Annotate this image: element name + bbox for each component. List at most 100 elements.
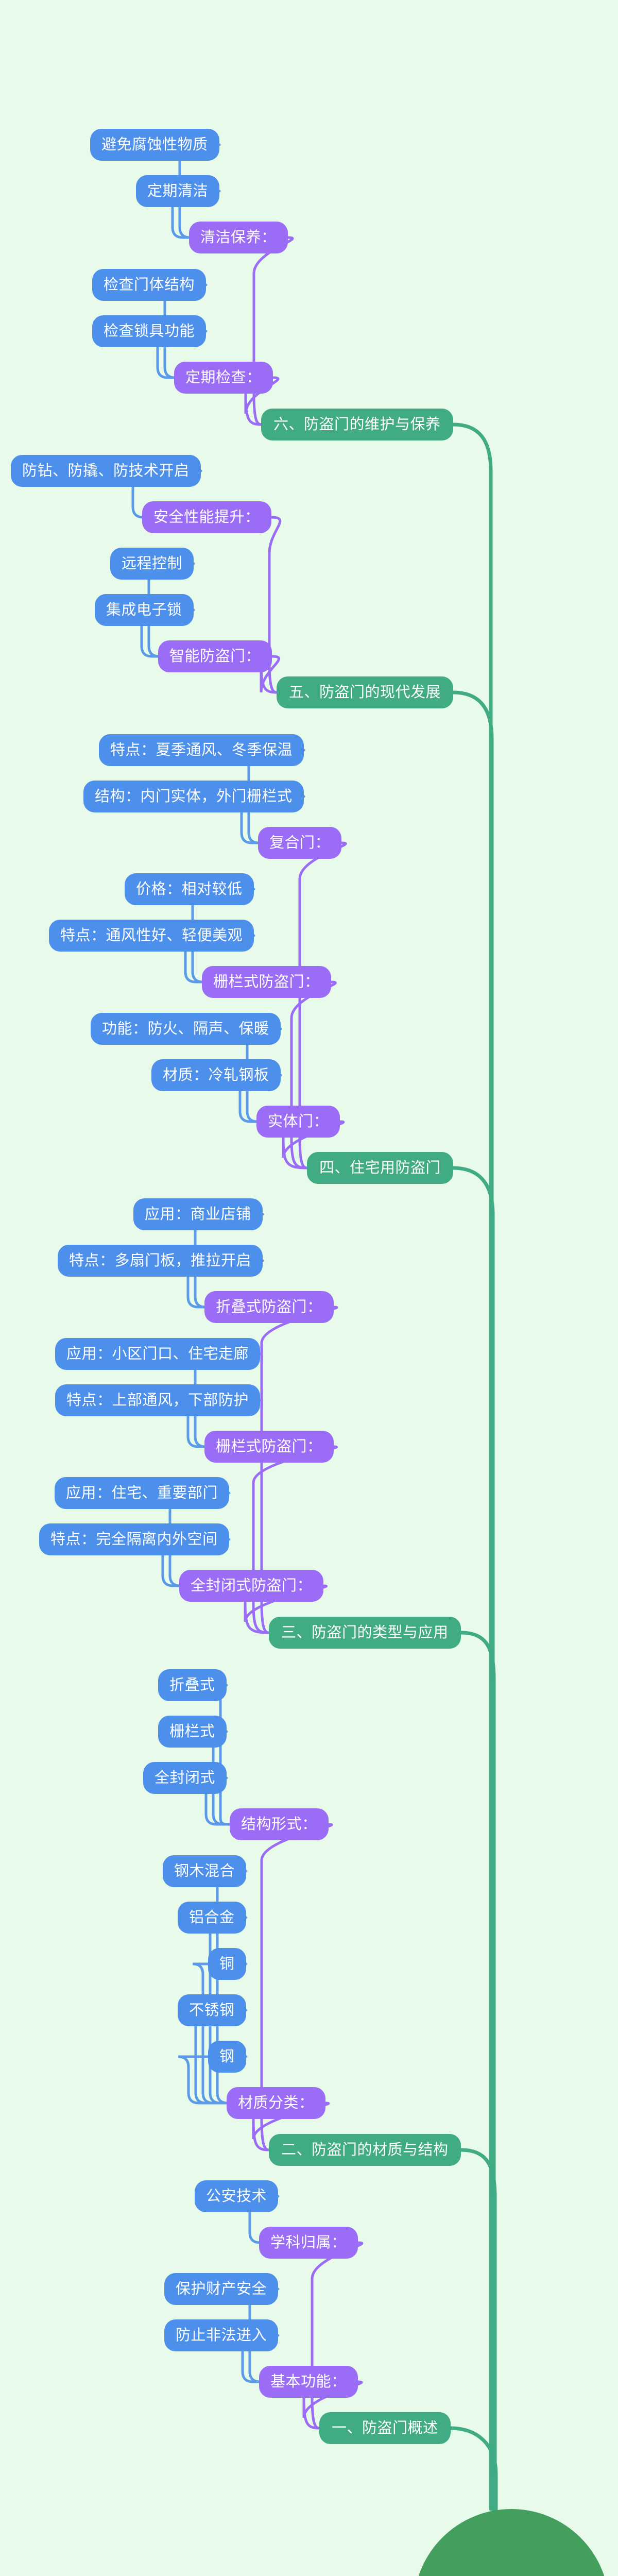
node-fence-type-door-label: 栅栏式防盗门： [216,1438,322,1455]
node-smart-door-label: 智能防盗门： [169,648,261,665]
node-fence-door[interactable]: 栅栏式防盗门： [202,966,331,998]
node-prevent-illegal-entry-label: 防止非法进入 [176,2327,267,2344]
node-remote-control-label: 远程控制 [122,555,183,572]
node-mat-steel-wood-label: 钢木混合 [174,1862,235,1879]
node-section-six-label: 六、防盗门的维护与保养 [273,416,441,433]
node-type-folding-label: 折叠式 [169,1676,215,1693]
node-root-mindmap-title[interactable]: 防盗安全门知识导图 [414,2509,609,2576]
node-feature-ventilation-label: 特点：夏季通风、冬季保温 [110,741,293,758]
connector [192,1962,248,2105]
node-mat-steel[interactable]: 钢 [208,2041,246,2073]
node-prevent-illegal-entry[interactable]: 防止非法进入 [164,2319,279,2351]
node-sealed-door[interactable]: 全封闭式防盗门： [179,1570,324,1602]
node-feature-airy-light-label: 特点：通风性好、轻便美观 [60,927,243,944]
node-regular-inspection[interactable]: 定期检查： [174,362,273,394]
connector [451,690,494,2511]
node-mat-steel-wood[interactable]: 钢木混合 [163,1855,247,1887]
node-apply-residence[interactable]: 应用：住宅、重要部门 [55,1477,230,1509]
node-feature-full-isolate-label: 特点：完全隔离内外空间 [50,1531,218,1548]
node-structure-form-label: 结构形式： [241,1816,317,1833]
node-section-one-label: 一、防盗门概述 [332,2419,438,2436]
connector [459,2148,497,2511]
node-section-six[interactable]: 六、防盗门的维护与保养 [261,409,453,440]
node-material-class-label: 材质分类： [238,2094,314,2111]
connector [214,1684,231,1826]
connector [449,2426,498,2511]
node-fence-door-label: 栅栏式防盗门： [213,973,320,990]
node-mat-copper[interactable]: 铜 [208,1948,246,1980]
node-regular-cleaning[interactable]: 定期清洁 [136,175,220,207]
node-material-cold-steel[interactable]: 材质：冷轧钢板 [151,1059,281,1091]
node-structure-inner-outer-label: 结构：内门实体，外门栅栏式 [95,788,293,805]
connector [268,516,282,694]
node-section-three[interactable]: 三、防盗门的类型与应用 [269,1617,461,1649]
node-avoid-corrosive[interactable]: 避免腐蚀性物质 [90,129,219,161]
node-section-four[interactable]: 四、住宅用防盗门 [307,1152,454,1184]
node-solid-door[interactable]: 实体门： [256,1106,340,1138]
node-security-upgrade[interactable]: 安全性能提升： [142,501,271,533]
node-material-cold-steel-label: 材质：冷轧钢板 [163,1066,269,1083]
node-security-upgrade-label: 安全性能提升： [153,509,260,526]
node-folding-door[interactable]: 折叠式防盗门： [204,1291,334,1323]
node-basic-function-label: 基本功能： [270,2373,347,2390]
node-mat-aluminum[interactable]: 铝合金 [178,1902,246,1934]
node-apply-commercial[interactable]: 应用：商业店铺 [133,1198,263,1230]
node-apply-residence-label: 应用：住宅、重要部门 [66,1484,218,1501]
node-type-folding[interactable]: 折叠式 [158,1669,227,1701]
node-type-sealed-label: 全封闭式 [154,1769,216,1786]
connector [252,1445,338,1634]
node-regular-inspection-label: 定期检查： [185,369,262,386]
node-composite-door-label: 复合门： [269,834,331,851]
node-feature-airy-light[interactable]: 特点：通风性好、轻便美观 [49,920,254,952]
node-feature-full-isolate[interactable]: 特点：完全隔离内外空间 [39,1523,229,1555]
node-section-one[interactable]: 一、防盗门概述 [319,2412,451,2444]
node-fence-type-door[interactable]: 栅栏式防盗门： [204,1431,334,1463]
connector [252,236,294,426]
node-integrated-elock[interactable]: 集成电子锁 [95,594,194,626]
node-material-class[interactable]: 材质分类： [227,2087,325,2119]
node-public-security-tech-label: 公安技术 [206,2188,267,2205]
node-section-five-label: 五、防盗门的现代发展 [289,684,441,701]
connector [311,2241,364,2430]
node-feature-ventilation[interactable]: 特点：夏季通风、冬季保温 [99,734,304,766]
node-feature-multi-panel[interactable]: 特点：多扇门板，推拉开启 [58,1245,263,1277]
connector [451,422,493,2511]
node-check-door-structure[interactable]: 检查门体结构 [92,269,207,301]
node-apply-community[interactable]: 应用：小区门口、住宅走廊 [55,1338,261,1370]
node-function-fire-sound-label: 功能：防火、隔声、保暖 [102,1020,269,1037]
node-composite-door[interactable]: 复合门： [258,827,342,859]
node-structure-inner-outer[interactable]: 结构：内门实体，外门栅栏式 [83,781,304,812]
node-feature-multi-panel-label: 特点：多扇门板，推拉开启 [69,1252,252,1269]
node-check-lock-function[interactable]: 检查锁具功能 [92,315,207,347]
node-feature-top-vent-label: 特点：上部通风，下部防护 [66,1392,249,1409]
node-remote-control[interactable]: 远程控制 [110,548,194,580]
node-basic-function[interactable]: 基本功能： [259,2366,358,2398]
node-mat-aluminum-label: 铝合金 [189,1909,235,1926]
node-protect-property[interactable]: 保护财产安全 [164,2273,279,2305]
node-type-fence-label: 栅栏式 [169,1723,215,1740]
node-section-five[interactable]: 五、防盗门的现代发展 [277,676,454,708]
node-price-low-label: 价格：相对较低 [136,880,243,897]
node-feature-top-vent[interactable]: 特点：上部通风，下部防护 [55,1384,261,1416]
node-structure-form[interactable]: 结构形式： [230,1808,329,1840]
node-anti-drill-pry-tech[interactable]: 防钻、防撬、防技术开启 [11,455,201,487]
node-mat-steel-label: 钢 [219,2048,235,2065]
node-protect-property-label: 保护财产安全 [176,2280,267,2297]
node-discipline-label: 学科归属： [270,2234,347,2251]
node-cleaning-maintenance[interactable]: 清洁保养： [189,222,288,253]
node-mat-stainless[interactable]: 不锈钢 [178,1994,246,2026]
node-type-fence[interactable]: 栅栏式 [158,1716,227,1748]
node-function-fire-sound[interactable]: 功能：防火、隔声、保暖 [91,1013,281,1045]
node-section-two[interactable]: 二、防盗门的材质与结构 [269,2134,461,2166]
node-smart-door[interactable]: 智能防盗门： [158,640,272,672]
node-discipline[interactable]: 学科归属： [259,2227,358,2259]
node-integrated-elock-label: 集成电子锁 [106,601,182,618]
node-folding-door-label: 折叠式防盗门： [216,1298,322,1315]
node-mat-stainless-label: 不锈钢 [189,2002,235,2019]
node-public-security-tech[interactable]: 公安技术 [195,2180,279,2212]
node-type-sealed[interactable]: 全封闭式 [143,1762,227,1794]
node-price-low[interactable]: 价格：相对较低 [125,873,254,905]
connector [459,1631,496,2511]
node-cleaning-maintenance-label: 清洁保养： [200,229,277,246]
